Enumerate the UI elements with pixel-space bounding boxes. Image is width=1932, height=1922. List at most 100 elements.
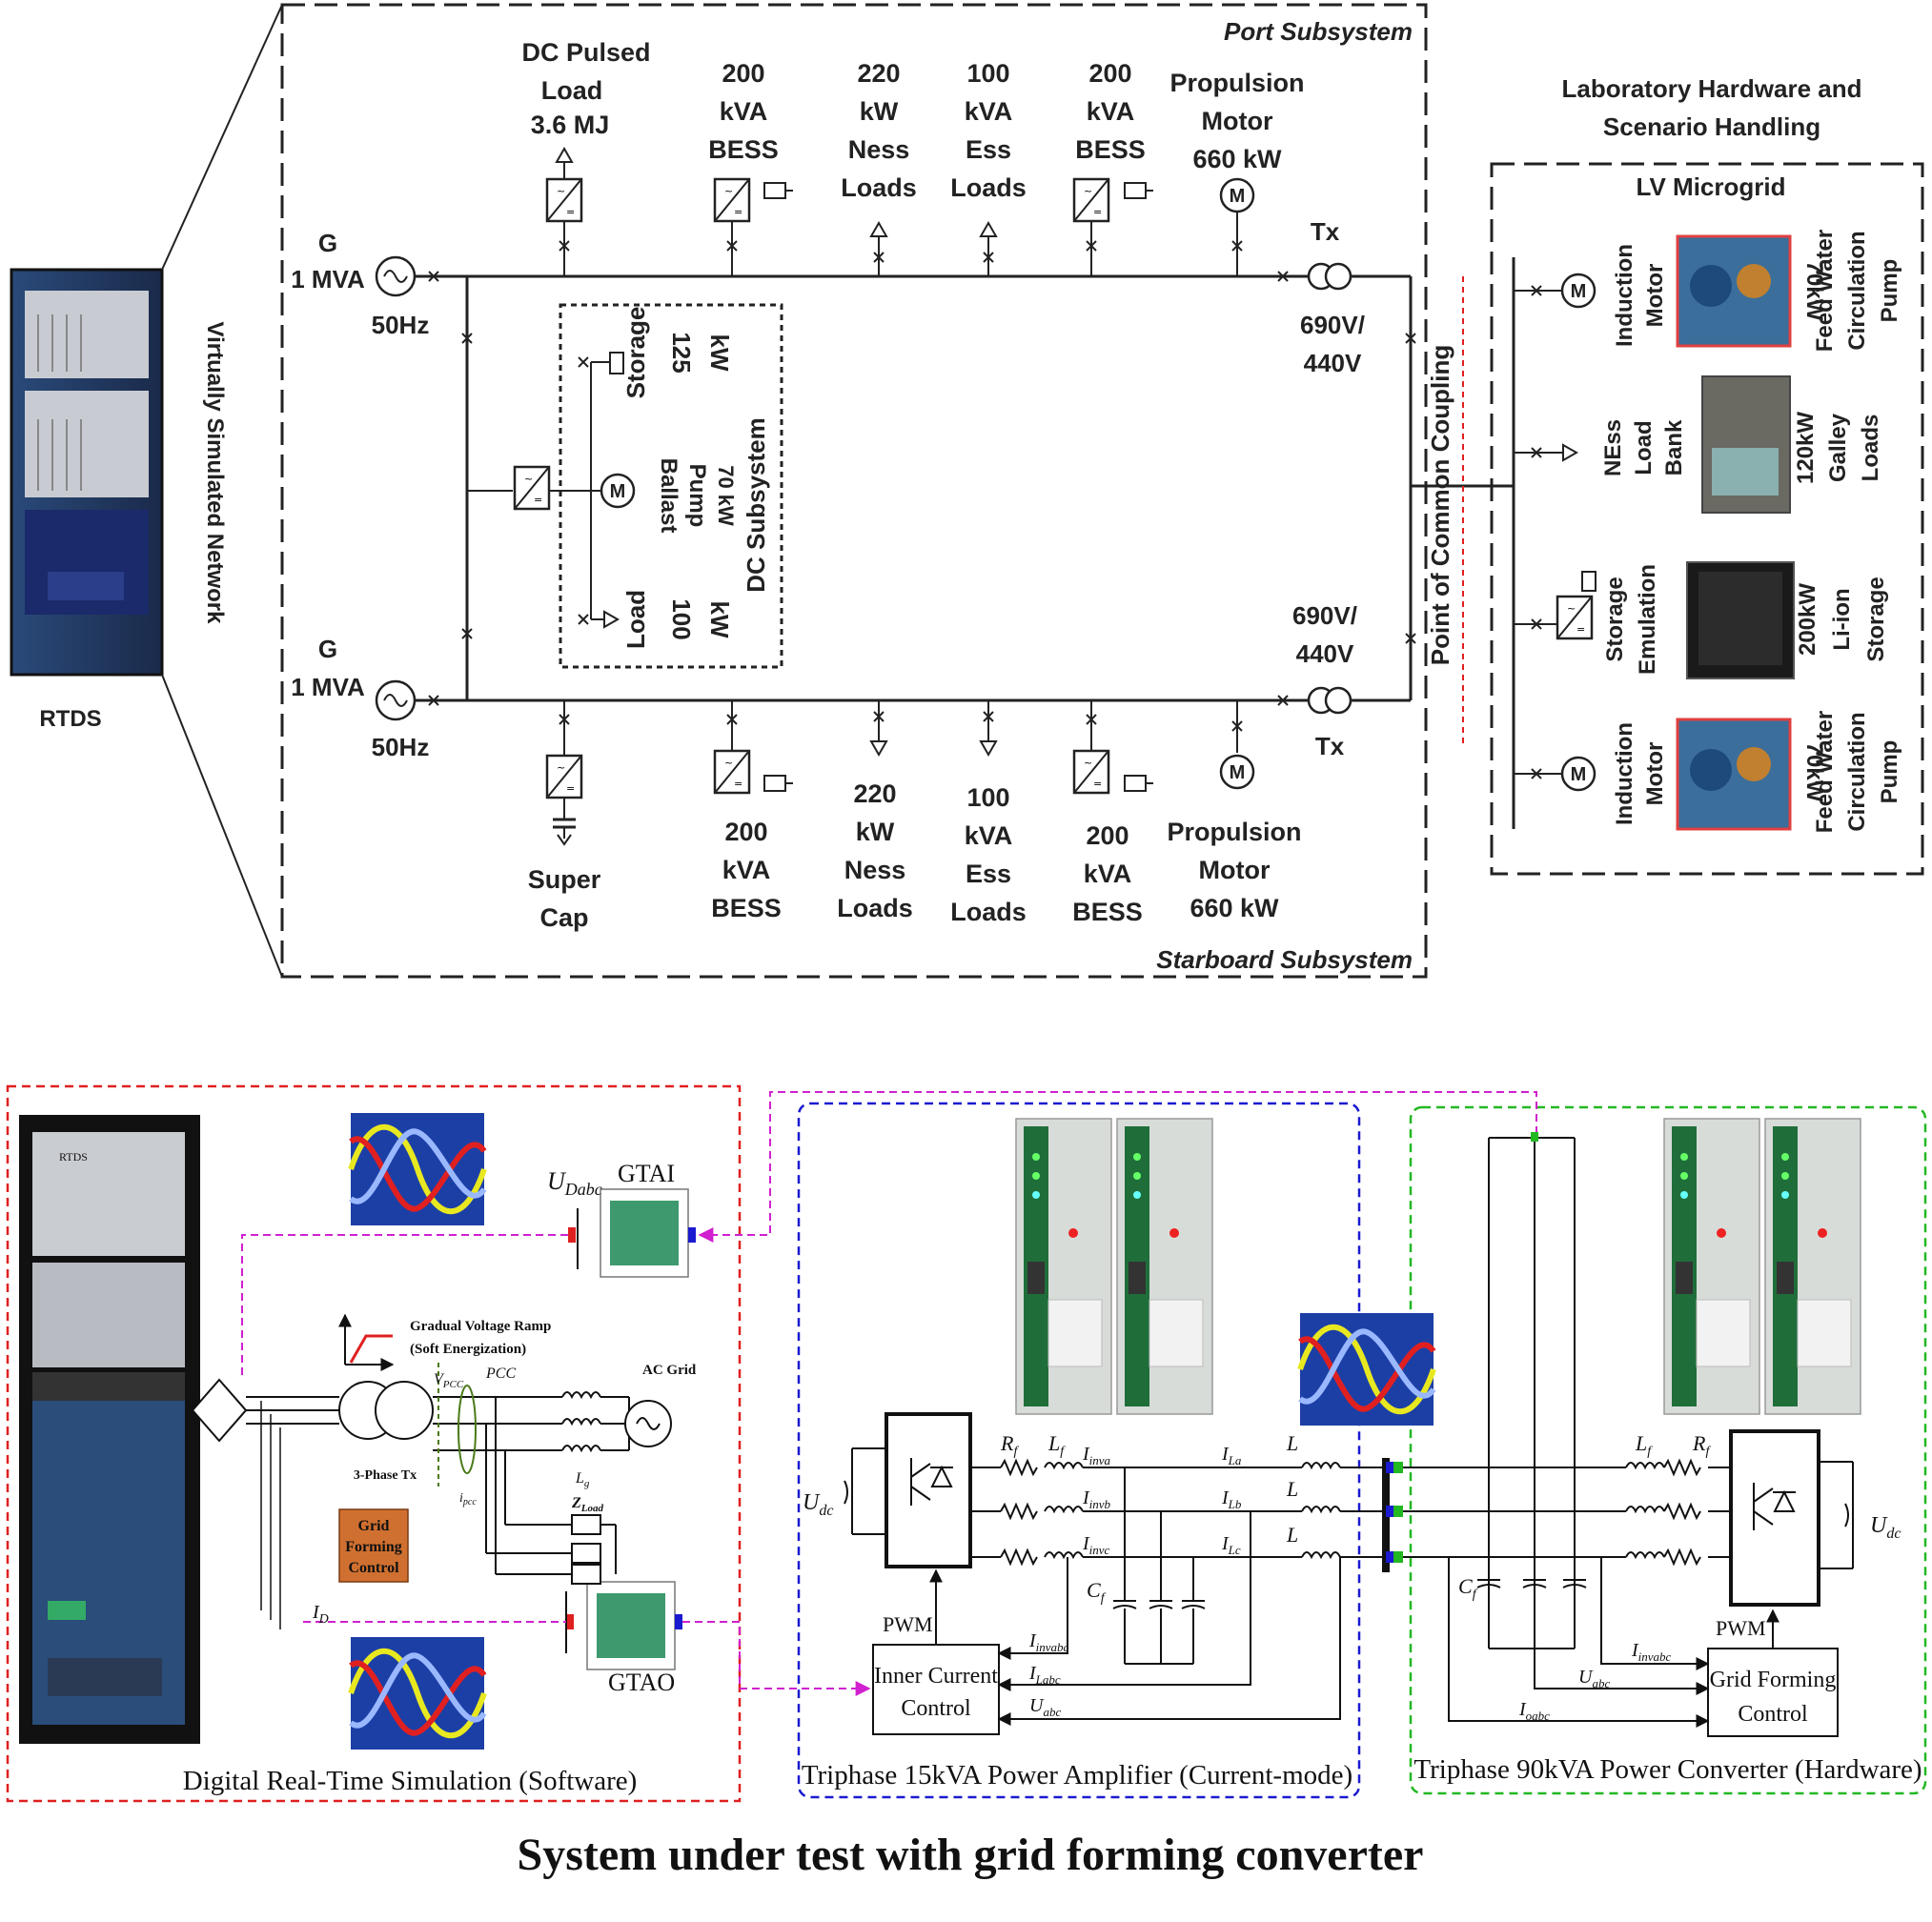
lab3-left-2: Emulation	[1635, 564, 1660, 675]
gfc-sim-3: Control	[348, 1560, 399, 1576]
svg-text:Loads: Loads	[950, 173, 1027, 202]
gf-ctrl-2: Control	[1738, 1702, 1808, 1727]
gtao-label: GTAO	[608, 1669, 675, 1696]
starboard-subsystem-title: Starboard Subsystem	[1156, 945, 1413, 974]
software-box	[6, 1084, 742, 1803]
svg-text:kVA: kVA	[720, 97, 768, 126]
svg-text:Loads: Loads	[837, 894, 913, 922]
galley-load-bank-photo	[1701, 375, 1791, 514]
stbd-load-ness: 220 kW Ness Loads	[837, 779, 913, 922]
rtds-rack-image	[10, 268, 164, 677]
port-propulsion-motor-icon	[1219, 177, 1255, 213]
port-tx-ratio-2: 440V	[1304, 349, 1362, 377]
dc-load-l1: Load	[621, 590, 650, 649]
amplifier-cabinet-1	[1015, 1118, 1112, 1415]
l-b-label: L	[1286, 1477, 1298, 1501]
lab4-right-4: Pump	[1877, 740, 1902, 804]
svg-text:BESS: BESS	[1075, 135, 1146, 164]
inva-label: Iinva	[1082, 1444, 1111, 1467]
ramp-label-2: (Soft Energization)	[410, 1342, 526, 1357]
stbd-tx-ratio-1: 690V/	[1292, 601, 1357, 630]
lab4-right-2: Feed Water	[1812, 711, 1838, 833]
rtds-label: RTDS	[39, 706, 101, 732]
dc-ballast-l1: Ballast	[656, 458, 681, 534]
svg-text:Ness: Ness	[844, 856, 906, 884]
amplifier-cabinet-2	[1116, 1118, 1213, 1415]
main-caption: System under test with grid forming conv…	[518, 1830, 1424, 1880]
amp-inverter-bridge-icon	[885, 1412, 972, 1568]
dc-ballast-l3: 70 kW	[714, 465, 738, 526]
lab4-right-3: Circulation	[1844, 712, 1870, 831]
port-subsystem-title: Port Subsystem	[1224, 17, 1413, 46]
dc-subsystem-box	[559, 303, 783, 669]
amplifier-box	[797, 1102, 1361, 1799]
ipcc-label: ipcc	[459, 1491, 477, 1507]
svg-text:200: 200	[1086, 821, 1129, 850]
lab3-right-1: 200kW	[1795, 583, 1820, 656]
stbd-load-bess-2: 200 kVA BESS	[1072, 821, 1143, 926]
stbd-tx-label: Tx	[1315, 732, 1345, 760]
svg-text:BESS: BESS	[711, 894, 782, 922]
lab2-right-1: 120kW	[1793, 412, 1819, 484]
lab4-left-2: Motor	[1642, 742, 1668, 806]
lf-conv-label: Lf	[1635, 1431, 1653, 1459]
udc-amp-label: Udc	[803, 1490, 833, 1519]
svg-text:BESS: BESS	[1072, 898, 1143, 926]
stbd-gen-g: G	[318, 635, 337, 663]
labc-label: ILabc	[1028, 1663, 1061, 1687]
udc-conv-label: Udc	[1870, 1513, 1901, 1542]
invabc-conv-label: Iinvabc	[1631, 1640, 1672, 1664]
pcc-label: Point of Common Coupling	[1426, 345, 1454, 666]
svg-text:Propulsion: Propulsion	[1170, 69, 1305, 97]
svg-text:Motor: Motor	[1199, 856, 1271, 884]
sine-wave-image-3	[1300, 1313, 1434, 1426]
dc-storage-l3: kW	[705, 334, 734, 372]
lab1-left-2: Motor	[1642, 264, 1668, 328]
feed-water-pump-photo	[1676, 234, 1792, 348]
port-load-bess-1: 200 kVA BESS	[708, 59, 779, 164]
lab3-right-3: Storage	[1863, 577, 1889, 661]
virtual-network-label: Virtually Simulated Network	[202, 322, 228, 625]
zload-label: ZLoad	[571, 1495, 604, 1514]
lab2-right-2: Galley	[1825, 413, 1851, 482]
svg-text:kVA: kVA	[1087, 97, 1135, 126]
svg-text:BESS: BESS	[708, 135, 779, 164]
svg-text:220: 220	[857, 59, 900, 88]
svg-text:100: 100	[966, 783, 1009, 812]
lab4-left-1: Induction	[1612, 722, 1637, 825]
svg-text:Loads: Loads	[841, 173, 917, 202]
port-gen-mva: 1 MVA	[291, 265, 365, 293]
l-c-label: L	[1286, 1523, 1298, 1547]
lab3-left-1: Storage	[1602, 577, 1628, 661]
svg-text:100: 100	[966, 59, 1009, 88]
pcc-lower-label: PCC	[485, 1366, 516, 1382]
l-a-label: L	[1286, 1431, 1298, 1455]
lab-title-2: Scenario Handling	[1603, 112, 1820, 141]
converter-caption: Triphase 90kVA Power Converter (Hardware…	[1413, 1754, 1922, 1785]
rf-amp-label: Rf	[1000, 1431, 1019, 1459]
udabc-label: UDabc	[547, 1167, 602, 1199]
lab1-left-1: Induction	[1612, 244, 1637, 347]
sine-wave-image-2	[351, 1637, 484, 1750]
cf-amp-label: Cf	[1087, 1578, 1107, 1606]
lab3-right-2: Li-ion	[1829, 588, 1855, 650]
port-load-dc-pulsed: DC Pulsed Load 3.6 MJ	[521, 38, 650, 139]
gf-ctrl-1: Grid Forming	[1710, 1668, 1837, 1692]
pwm-amp-label: PWM	[883, 1612, 933, 1636]
svg-text:kVA: kVA	[722, 856, 771, 884]
svg-text:Loads: Loads	[950, 898, 1027, 926]
stbd-gen-hz: 50Hz	[372, 733, 430, 761]
svg-text:660 kW: 660 kW	[1190, 894, 1279, 922]
lab1-right-4: Pump	[1877, 259, 1902, 323]
dc-ballast-l2: Pump	[684, 464, 710, 528]
lc-label: ILc	[1221, 1533, 1241, 1557]
starboard-generator-icon	[375, 679, 417, 721]
dc-load-l2: 100	[667, 598, 696, 639]
ramp-label-1: Gradual Voltage Ramp	[410, 1319, 551, 1334]
port-tx-label: Tx	[1311, 217, 1340, 246]
stbd-propulsion-motor-icon	[1219, 754, 1255, 790]
svg-text:Ess: Ess	[966, 135, 1011, 164]
lab2-left-3: Bank	[1661, 419, 1687, 475]
